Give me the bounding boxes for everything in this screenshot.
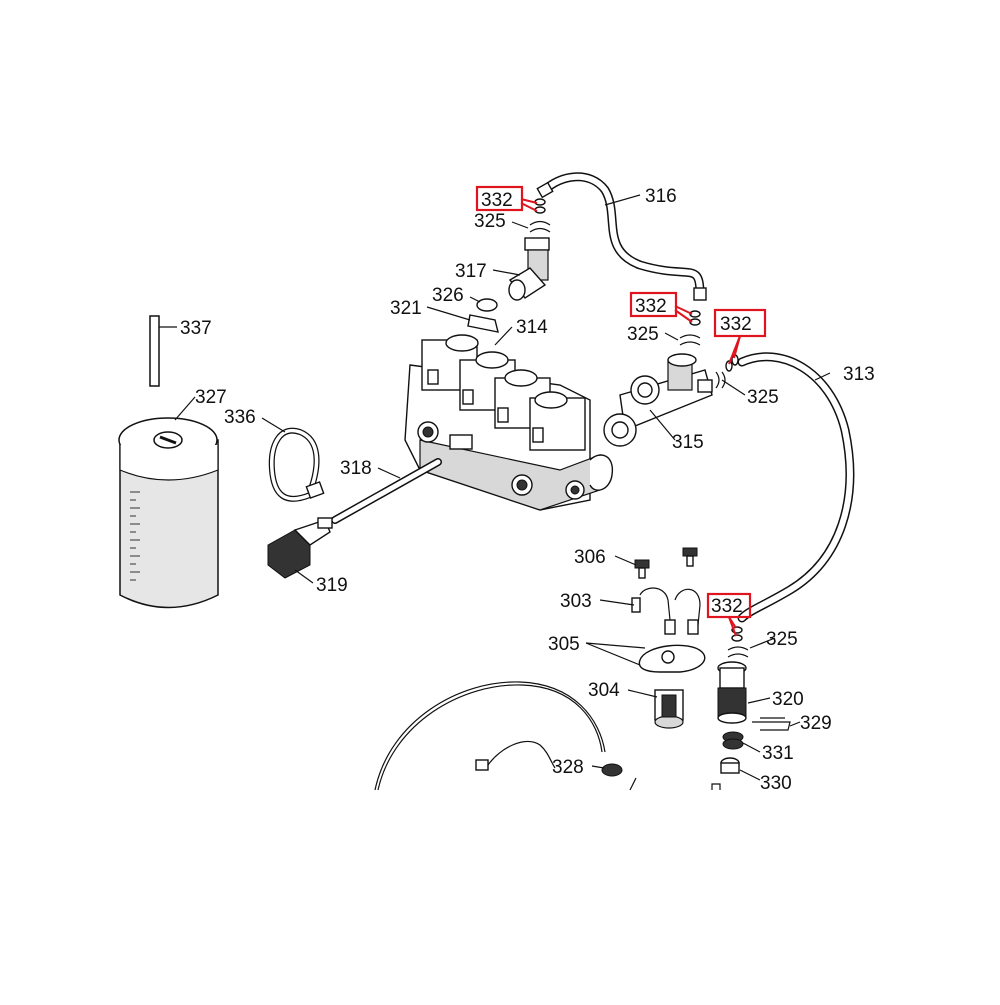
label-320: 320 (772, 689, 804, 710)
label-304: 304 (588, 680, 620, 701)
heater-304 (654, 689, 684, 729)
label-317: 317 (455, 261, 487, 282)
label-332-right: 332 (720, 314, 752, 335)
label-330: 330 (760, 773, 792, 794)
manifold-315 (603, 353, 713, 447)
label-325-right: 325 (747, 387, 779, 408)
strip-337 (149, 315, 160, 387)
label-326: 326 (432, 285, 464, 306)
screws-306 (634, 547, 698, 579)
clip-321-326 (467, 298, 499, 333)
label-325-mid: 325 (627, 324, 659, 345)
label-314: 314 (516, 317, 548, 338)
solenoid-valve-block-314 (404, 334, 614, 511)
label-331: 331 (762, 743, 794, 764)
label-325-bottom: 325 (766, 629, 798, 650)
water-tank-327 (118, 417, 219, 609)
elbow-fitting-317 (508, 237, 550, 301)
hose-318 (331, 458, 442, 524)
spring-331 (722, 731, 744, 750)
tube-336 (268, 427, 325, 502)
o-rings (529, 198, 749, 658)
gasket-305 (638, 644, 706, 673)
nut-330 (720, 757, 740, 774)
label-315: 315 (672, 432, 704, 453)
label-305: 305 (548, 634, 580, 655)
label-316: 316 (645, 186, 677, 207)
label-329: 329 (800, 713, 832, 734)
wire-harness-303 (631, 587, 701, 635)
label-321: 321 (390, 298, 422, 319)
part-labels: 316 332 325 317 326 321 314 337 332 325 … (180, 186, 875, 794)
highlight-332-top (475, 185, 538, 212)
label-303: 303 (560, 591, 592, 612)
clip-329 (752, 717, 791, 731)
highlight-332-mid (629, 291, 693, 323)
label-319: 319 (316, 575, 348, 596)
label-337: 337 (180, 318, 212, 339)
leader-lines (159, 194, 831, 781)
highlight-332-right (713, 308, 767, 365)
label-318: 318 (340, 458, 372, 479)
cable-328 (374, 681, 721, 791)
label-306: 306 (574, 547, 606, 568)
label-332-top: 332 (481, 190, 513, 211)
label-332-bottom: 332 (711, 596, 743, 617)
hose-313 (737, 352, 855, 623)
label-332-mid: 332 (635, 296, 667, 317)
label-328: 328 (552, 757, 584, 778)
fitting-320 (717, 661, 747, 724)
label-336: 336 (224, 407, 256, 428)
connector-319 (267, 517, 333, 579)
highlight-332-bottom (706, 592, 752, 637)
label-327: 327 (195, 387, 227, 408)
hose-316 (536, 172, 707, 301)
label-325-top: 325 (474, 211, 506, 232)
label-313: 313 (843, 364, 875, 385)
